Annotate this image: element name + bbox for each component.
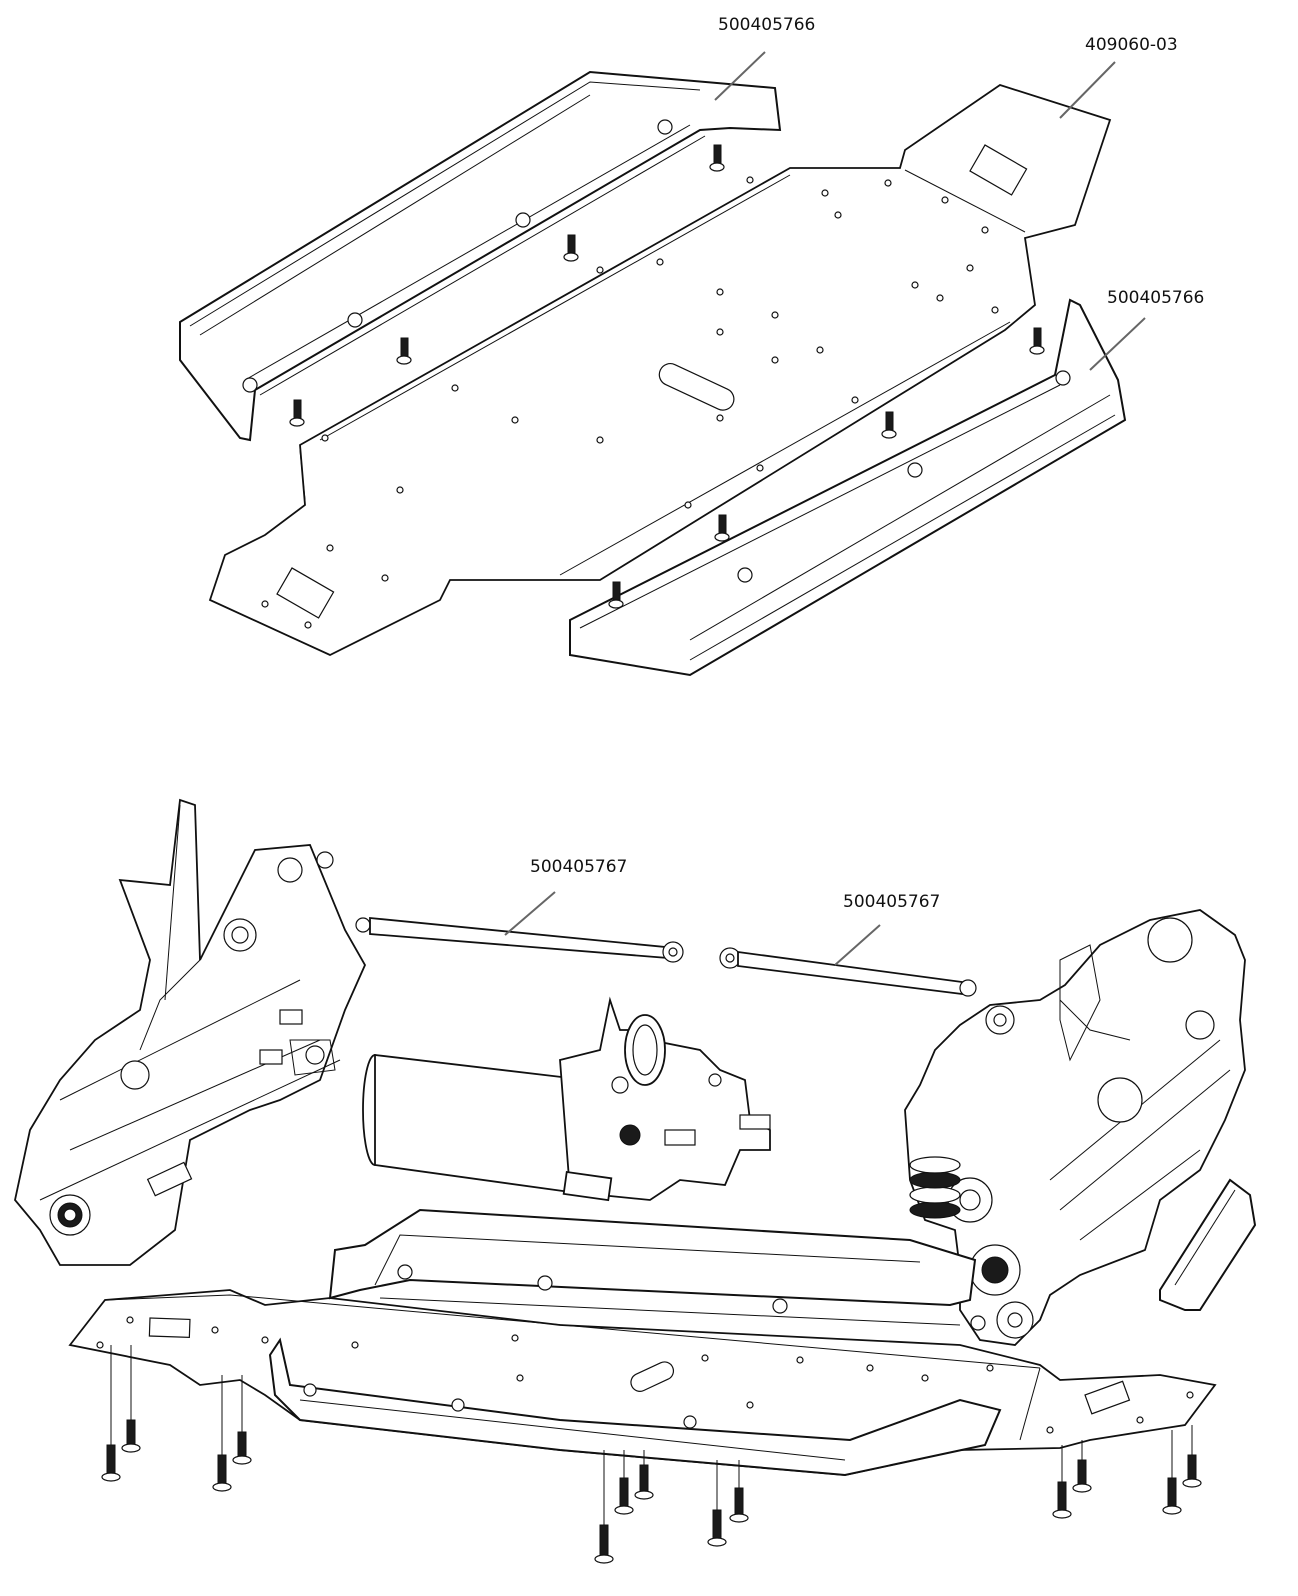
plate-window-rear xyxy=(276,567,335,619)
top-side-rail-right xyxy=(569,298,1127,677)
top-assembly xyxy=(179,51,1146,677)
front-suspension-assembly xyxy=(904,909,1246,1346)
plate-holes xyxy=(261,176,999,629)
bottom-screws xyxy=(101,1419,1202,1564)
plate-center-slot xyxy=(658,363,735,411)
label-top-side-rail-right: 500405766 xyxy=(1107,288,1204,308)
driveshaft-right-part xyxy=(719,947,977,997)
motor-assembly xyxy=(362,996,771,1202)
loose-rail-piece xyxy=(1159,1178,1257,1311)
rear-gearbox-assembly xyxy=(14,798,367,1266)
label-top-chassis-plate: 409060-03 xyxy=(1085,35,1178,55)
top-side-rail-left xyxy=(179,70,782,442)
plate-window-front xyxy=(969,144,1028,196)
driveshaft-left-part xyxy=(355,917,684,963)
label-top-side-rail-left: 500405766 xyxy=(718,15,815,35)
top-screws xyxy=(289,144,1045,609)
bottom-side-rail-back xyxy=(328,1208,977,1307)
bottom-side-rail-front xyxy=(268,1337,1002,1477)
bottom-assembly xyxy=(14,798,1257,1564)
label-driveshaft-right: 500405767 xyxy=(843,892,940,912)
label-driveshaft-left: 500405767 xyxy=(530,857,627,877)
